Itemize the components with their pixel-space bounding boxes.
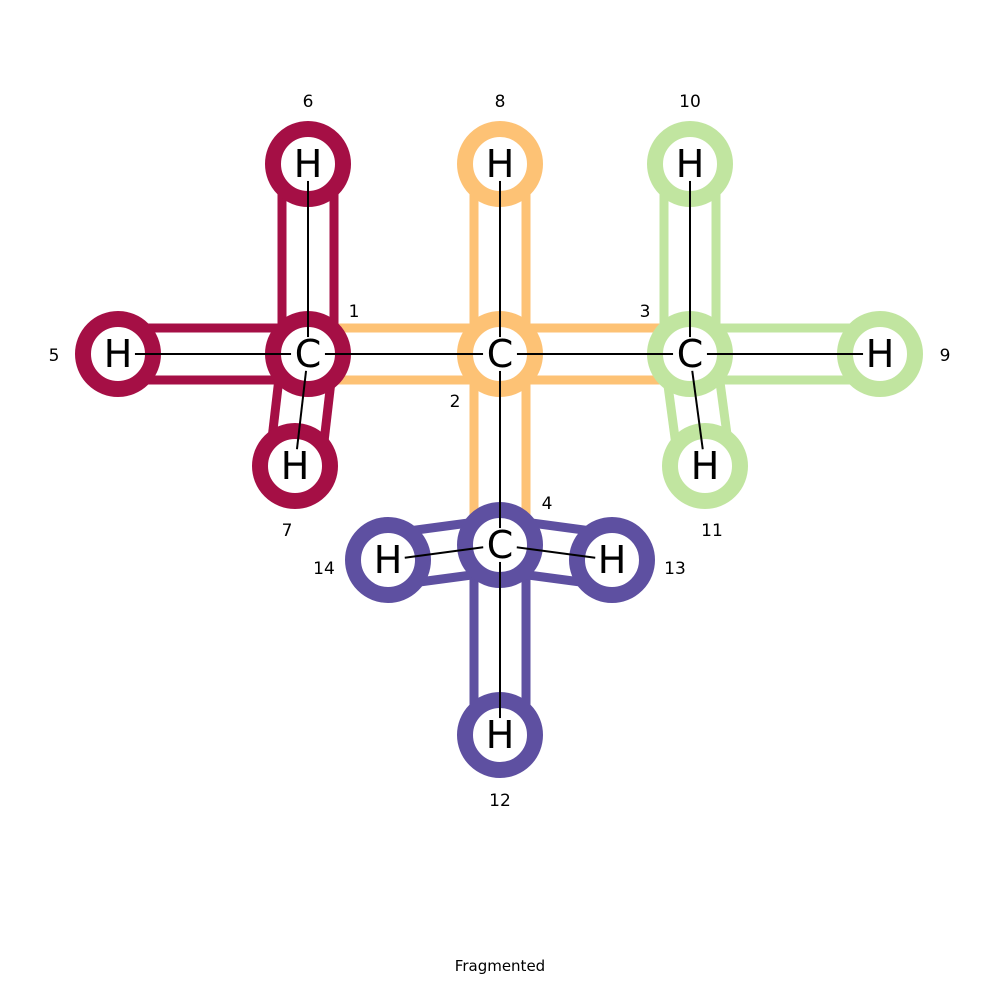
atom-symbol-14: H — [374, 538, 403, 582]
atom-index-7: 7 — [282, 521, 293, 541]
atom-index-13: 13 — [664, 559, 686, 579]
atom-label-bg — [688, 449, 722, 483]
atom-label-bg — [278, 449, 312, 483]
atom-label-bg — [595, 543, 629, 577]
atom-symbol-5: H — [104, 332, 133, 376]
atom-index-11: 11 — [701, 521, 723, 541]
atom-symbol-4: C — [487, 523, 514, 567]
atom-label-bg — [483, 337, 517, 371]
atom-label-bg — [371, 543, 405, 577]
atom-symbol-13: H — [598, 538, 627, 582]
atom-index-9: 9 — [940, 346, 951, 366]
atom-symbol-12: H — [486, 713, 515, 757]
atom-index-6: 6 — [303, 92, 314, 112]
atom-symbol-6: H — [294, 142, 323, 186]
diagram-caption: Fragmented — [455, 957, 545, 975]
atom-symbol-2: C — [487, 332, 514, 376]
bond-line-1-7 — [294, 353, 309, 467]
atom-label-bg — [863, 337, 897, 371]
atom-index-5: 5 — [49, 346, 60, 366]
atom-label-bg — [291, 147, 325, 181]
atom-index-14: 14 — [313, 559, 335, 579]
atom-index-4: 4 — [542, 494, 553, 514]
bond-line-4-13 — [499, 544, 613, 561]
atom-index-3: 3 — [640, 302, 651, 322]
atom-index-10: 10 — [679, 92, 701, 112]
atom-symbol-11: H — [691, 444, 720, 488]
atom-index-12: 12 — [489, 791, 511, 811]
atom-symbol-8: H — [486, 142, 515, 186]
atom-label-bg — [483, 718, 517, 752]
atom-label-bg — [673, 147, 707, 181]
atom-labels: C C C C H H H H H H H H H H — [101, 142, 897, 757]
atom-symbol-3: C — [677, 332, 704, 376]
atom-index-8: 8 — [495, 92, 506, 112]
atom-label-bg — [673, 337, 707, 371]
atom-label-bg — [483, 528, 517, 562]
atom-symbol-7: H — [281, 444, 310, 488]
atom-label-bg — [483, 147, 517, 181]
atom-symbol-9: H — [866, 332, 895, 376]
atom-index-1: 1 — [349, 302, 360, 322]
atom-index-2: 2 — [450, 392, 461, 412]
bond-lines — [118, 164, 880, 735]
atom-symbol-1: C — [295, 332, 322, 376]
bond-line-4-14 — [387, 544, 501, 561]
bond-line-3-11 — [689, 353, 706, 467]
atom-label-bg — [101, 337, 135, 371]
atom-symbol-10: H — [676, 142, 705, 186]
atom-label-bg — [291, 337, 325, 371]
